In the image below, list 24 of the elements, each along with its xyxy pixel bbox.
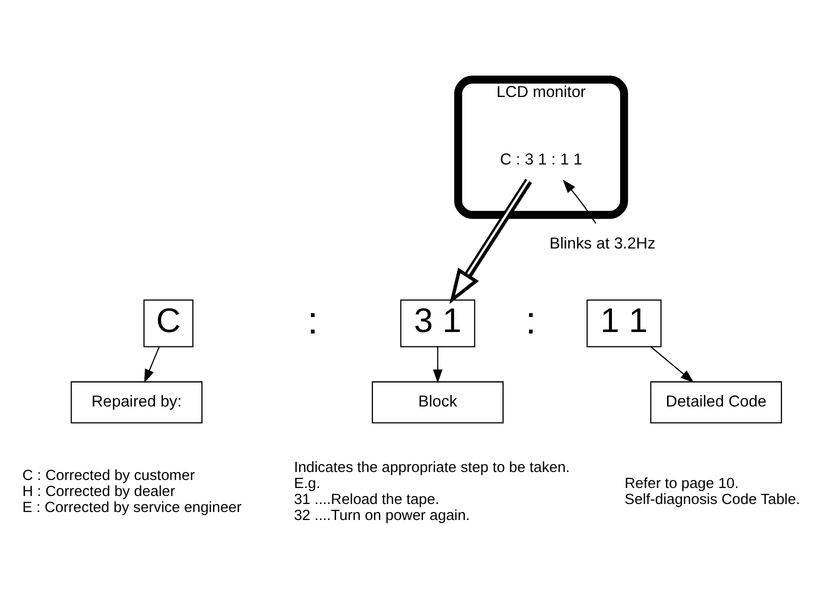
node-label: C : Corrected by customer: [22, 468, 195, 484]
node-label: H : Corrected by dealer: [22, 483, 176, 500]
node-text: C : 3 1 : 1 1: [500, 151, 582, 168]
node-box: 3 1: [400, 299, 476, 347]
node-box: Block: [372, 380, 504, 423]
node-label: 31 ....Reload the tape.: [294, 491, 440, 508]
arrow: [144, 346, 160, 382]
label: :: [526, 298, 536, 342]
arrow: [449, 178, 532, 304]
node-label: Refer to page 10.: [624, 476, 739, 492]
label: :: [307, 298, 318, 342]
node-box: 1 1: [586, 299, 662, 347]
node-box: Repaired by:: [70, 380, 203, 423]
arrow: [562, 179, 596, 224]
node-label: 32 ....Turn on power again.: [294, 507, 470, 524]
node-label: Indicates the appropriate step to be taken.: [294, 460, 570, 476]
arrow: [650, 346, 694, 382]
node-box: Detailed Code: [650, 380, 782, 423]
node-box: C: [143, 299, 194, 347]
node-label: Self-diagnosis Code Table.: [624, 491, 800, 508]
node-label: E.g.: [294, 476, 320, 492]
arrow: [432, 346, 442, 383]
node-label: E : Corrected by service engineer: [22, 499, 242, 516]
node-text: Blinks at 3.2Hz: [549, 235, 656, 252]
